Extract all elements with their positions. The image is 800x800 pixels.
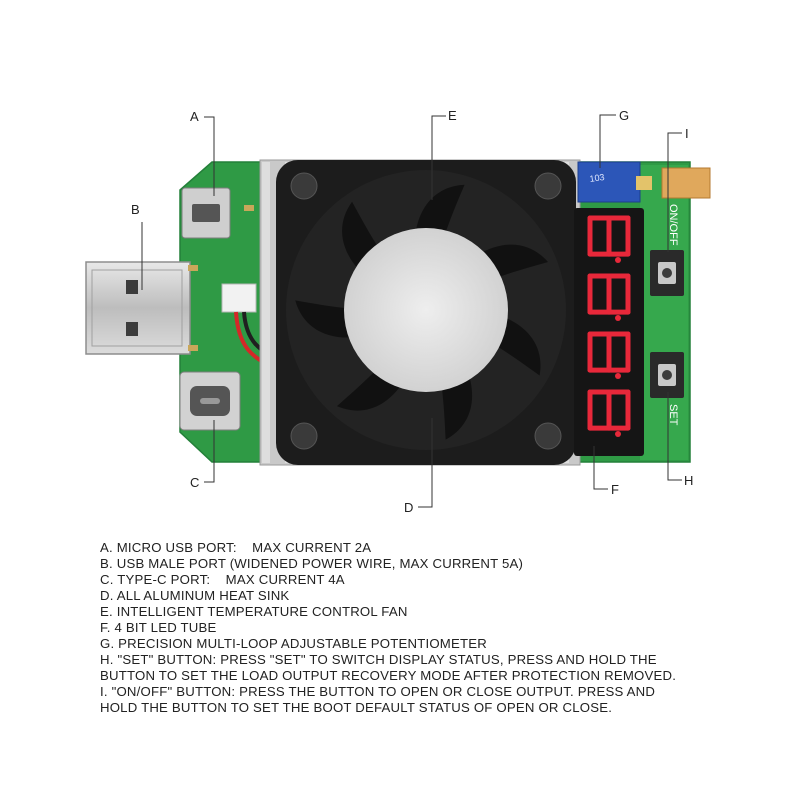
description-h: H. "SET" BUTTON: PRESS "SET" TO SWITCH D… bbox=[100, 652, 657, 667]
led-digit bbox=[587, 331, 631, 379]
load-tester-board-illustration: 103 ON/OFF SET A B C D E F G H I bbox=[85, 108, 711, 515]
type-c-port bbox=[179, 371, 241, 431]
orange-tab bbox=[661, 167, 711, 199]
cooling-fan bbox=[276, 160, 576, 465]
description-b: B. USB MALE PORT (WIDENED POWER WIRE, MA… bbox=[100, 556, 524, 571]
usb-male-port bbox=[85, 261, 191, 355]
potentiometer[interactable]: 103 bbox=[577, 161, 652, 203]
set-label: SET bbox=[667, 404, 679, 426]
description-d: D. ALL ALUMINUM HEAT SINK bbox=[100, 588, 290, 603]
led-digit bbox=[587, 389, 631, 437]
callout-lines bbox=[141, 114, 682, 508]
description-i: I. "ON/OFF" BUTTON: PRESS THE BUTTON TO … bbox=[100, 684, 656, 699]
description-i-cont: HOLD THE BUTTON TO SET THE BOOT DEFAULT … bbox=[100, 700, 613, 715]
description-g: G. PRECISION MULTI-LOOP ADJUSTABLE POTEN… bbox=[100, 636, 487, 651]
product-photo: 103 ON/OFF SET A B C D E F G H I bbox=[85, 108, 711, 515]
on-off-label: ON/OFF bbox=[667, 204, 679, 246]
callout-g: G bbox=[619, 108, 629, 123]
callout-i: I bbox=[685, 126, 689, 141]
set-button[interactable] bbox=[650, 352, 684, 398]
description-a: A. MICRO USB PORT: MAX CURRENT 2A bbox=[100, 540, 372, 555]
description-f: F. 4 BIT LED TUBE bbox=[100, 620, 217, 635]
description-e: E. INTELLIGENT TEMPERATURE CONTROL FAN bbox=[100, 604, 408, 619]
callout-a: A bbox=[190, 109, 199, 124]
callout-d: D bbox=[404, 500, 413, 515]
callout-c: C bbox=[190, 475, 199, 490]
led-digit bbox=[587, 215, 631, 263]
led-digit bbox=[587, 273, 631, 321]
description-c: C. TYPE-C PORT: MAX CURRENT 4A bbox=[100, 572, 345, 587]
fan-connector bbox=[221, 283, 257, 313]
description-h-cont: BUTTON TO SET THE LOAD OUTPUT RECOVERY M… bbox=[100, 668, 677, 683]
on-off-button[interactable] bbox=[650, 250, 684, 296]
micro-usb-port bbox=[181, 187, 231, 239]
feature-descriptions: A. MICRO USB PORT: MAX CURRENT 2A B. USB… bbox=[100, 540, 760, 716]
svg-text:103: 103 bbox=[589, 172, 605, 184]
callout-e: E bbox=[448, 108, 457, 123]
pcb-right-strip bbox=[640, 165, 688, 460]
callout-f: F bbox=[611, 482, 619, 497]
callout-b: B bbox=[131, 202, 140, 217]
led-display bbox=[574, 208, 644, 456]
callout-h: H bbox=[684, 473, 693, 488]
